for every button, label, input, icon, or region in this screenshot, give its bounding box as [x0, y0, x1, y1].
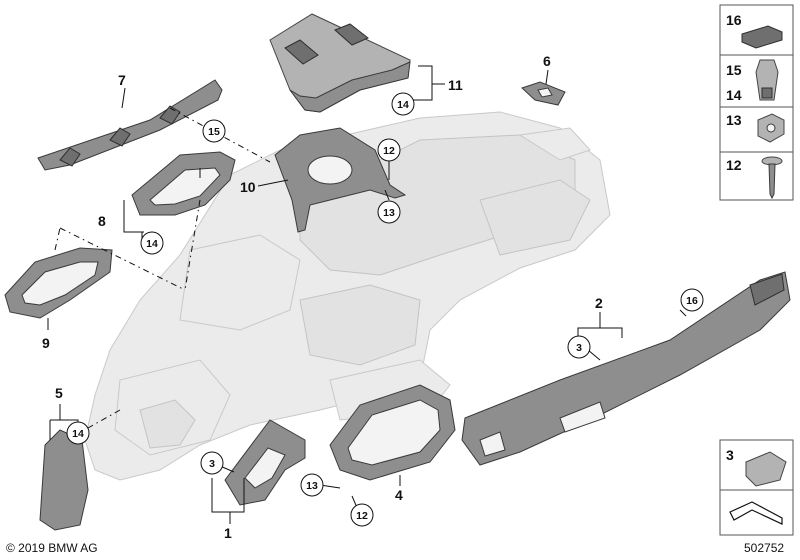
part-4-cluster-frame[interactable] — [329, 384, 456, 481]
callout-11: 11 — [448, 77, 463, 93]
callout-13-b: 13 — [306, 480, 318, 492]
part-2-trim-strip[interactable] — [461, 271, 791, 466]
part-9-side-vent-frame[interactable] — [4, 247, 113, 319]
callout-10: 10 — [240, 179, 256, 195]
felt-pad-icon — [741, 25, 783, 49]
callout-3-b: 3 — [209, 458, 215, 470]
circled-callouts: 15 14 14 12 13 3 16 14 3 13 12 — [66, 92, 704, 527]
part-1-lower-trim[interactable] — [224, 419, 306, 506]
part-6-bracket[interactable] — [521, 81, 566, 106]
ref-label-13: 13 — [726, 112, 742, 128]
ref-label-14: 14 — [726, 87, 742, 103]
callout-2: 2 — [595, 295, 603, 311]
callout-15-a: 15 — [208, 126, 220, 138]
copyright: © 2019 BMW AG — [6, 541, 98, 555]
callout-5: 5 — [55, 385, 63, 401]
ref-label-12: 12 — [726, 157, 742, 173]
callout-3-a: 3 — [576, 342, 582, 354]
nut-clip-icon — [745, 451, 787, 487]
ref-box-15-14[interactable] — [719, 54, 794, 108]
callout-8: 8 — [98, 213, 106, 229]
callout-7: 7 — [118, 72, 126, 88]
part-5-end-cap[interactable] — [39, 429, 89, 531]
reference-panel: 16 15 14 13 12 3 — [719, 4, 794, 536]
part-10-centre-carrier[interactable] — [274, 127, 407, 233]
callout-14-b: 14 — [397, 99, 409, 111]
part-11-upper-cover[interactable] — [269, 13, 411, 113]
callout-labels: 7 8 9 10 11 6 2 5 1 4 — [42, 53, 603, 541]
callout-14-a: 14 — [146, 238, 158, 250]
kit-symbol-icon — [729, 501, 783, 525]
callout-12-b: 12 — [356, 510, 368, 522]
callout-9: 9 — [42, 335, 50, 351]
ref-label-15: 15 — [726, 62, 742, 78]
callout-16-a: 16 — [686, 295, 698, 307]
callout-4: 4 — [395, 487, 403, 503]
callout-12-a: 12 — [383, 145, 395, 157]
ref-label-16: 16 — [726, 12, 742, 28]
ref-box-12[interactable] — [719, 151, 794, 201]
callout-1: 1 — [224, 525, 232, 541]
drawing-number: 502752 — [744, 541, 785, 555]
callout-14-c: 14 — [72, 428, 84, 440]
ref-label-3: 3 — [726, 447, 734, 463]
part-8-vent-frame[interactable] — [131, 151, 236, 216]
callout-6: 6 — [543, 53, 551, 69]
dashboard-carrier-ghost — [84, 111, 611, 481]
callout-13-a: 13 — [383, 207, 395, 219]
